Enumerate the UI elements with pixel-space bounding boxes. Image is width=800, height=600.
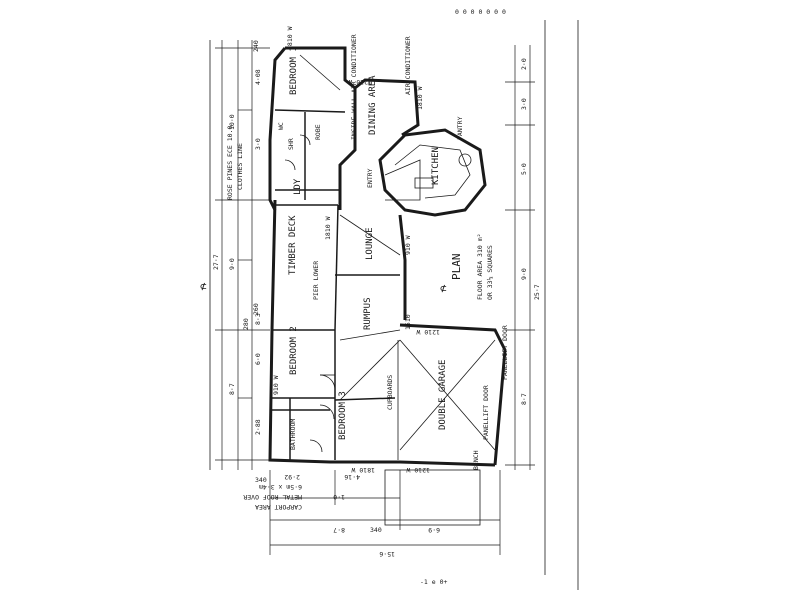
dim-bottom-total: 15·6 <box>379 550 395 558</box>
window-label: 910 W <box>272 375 280 395</box>
plan-title: PLAN <box>450 254 463 281</box>
room-label-double-garage: DOUBLE GARAGE <box>438 360 448 430</box>
note-clothes-line: CLOTHES LINE <box>236 143 244 190</box>
dim-left-sub5: 2·88 <box>254 419 262 435</box>
dim-bottom-seg1: 6·9 <box>428 526 440 534</box>
note-carport-size: 6·5m x 3·4m <box>259 483 302 491</box>
dim-right-seg4: 9·0 <box>520 268 528 280</box>
room-label-ldy: LDY <box>293 178 303 195</box>
dim-left-sub2: 3·0 <box>254 138 262 150</box>
dim-left-sub3: 8·3 <box>254 313 262 325</box>
dim-right-seg1: 2·0 <box>520 58 528 70</box>
dim-bottom-seg4: 4·16 <box>344 473 360 481</box>
room-label-entry: ENTRY <box>366 168 374 188</box>
dim-left-seg1: 10·0 <box>228 114 236 130</box>
window-label: 1810 W <box>416 86 424 110</box>
window-labels: 1810 W 1210 W 1810 W 910 W 1810 W 1210 W… <box>272 26 440 474</box>
window-label: 1210 W <box>348 78 372 86</box>
margin-note-bottom: -1 e 0+ <box>420 578 447 586</box>
dim-left-sub1: 4·08 <box>254 69 262 85</box>
note-panel-door2: PANELLIFT DOOR <box>482 385 490 440</box>
room-label-shr: SHR <box>287 138 295 150</box>
floor-area-line2: OR 33⅓ SQUARES <box>485 245 494 300</box>
window-label: 910 W <box>404 235 412 255</box>
dim-misc-340a: 340 <box>255 476 267 484</box>
dimension-lines <box>215 40 535 555</box>
room-label-rumpus: RUMPUS <box>363 297 373 330</box>
plan-notes: ROSE PINES ECE 10.0 CLOTHES LINE PIER LO… <box>226 34 509 511</box>
dim-right-seg5: 8·7 <box>520 393 528 405</box>
window-label: 1210 W <box>416 328 440 336</box>
kitchen-details <box>384 144 472 201</box>
note-pier-lower: PIER LOWER <box>312 261 320 300</box>
internal-walls <box>272 54 496 460</box>
room-label-bathroom: BATHROOM <box>289 419 297 450</box>
dim-left-sub4: 6·0 <box>254 353 262 365</box>
room-label-bench: BENCH <box>472 450 480 470</box>
north-mark-centre: ⊄ <box>440 282 447 295</box>
plan-title-block: PLAN FLOOR AREA 310 m² OR 33⅓ SQUARES <box>450 233 494 300</box>
dim-left-total: 27·7 <box>212 254 220 270</box>
window-label: 1810 W <box>351 466 375 474</box>
room-label-lounge: LOUNGE <box>365 227 375 260</box>
dim-right-seg3: 5·0 <box>520 163 528 175</box>
door-swings <box>284 134 336 453</box>
margin-note-top-right: 0 0 0 0 0 0 0 <box>455 8 506 16</box>
room-label-timber-deck: TIMBER DECK <box>288 215 298 275</box>
room-label-pantry: PANTRY <box>456 116 464 140</box>
room-label-dining: DINING AREA <box>368 75 378 135</box>
note-metal-roof: METAL ROOF OVER <box>243 493 302 501</box>
room-labels: BEDROOM 1 DINING AREA KITCHEN ENTRY LOUN… <box>277 46 480 470</box>
dim-misc-340b: 340 <box>370 526 382 534</box>
window-label: 1510 <box>404 314 412 330</box>
note-panel-door1: PANELLIFT DOOR <box>501 325 509 380</box>
dim-bottom-seg3: 2·92 <box>284 473 300 481</box>
room-label-cupboards: CUPBOARDS <box>386 375 394 410</box>
note-air-conditioner: AIR CONDITIONER <box>404 36 412 95</box>
room-label-bedroom1: BEDROOM 1 <box>289 46 299 95</box>
window-label: 1210 W <box>406 466 430 474</box>
dim-misc-260: 260 <box>252 303 260 315</box>
dim-misc-240: 240 <box>252 40 260 52</box>
north-mark-left: ⊄ <box>200 280 207 293</box>
dim-right-total: 25·7 <box>533 284 541 300</box>
dim-misc-280: 280 <box>242 318 250 330</box>
window-label: 1810 W <box>286 26 294 50</box>
dim-right-seg2: 3·0 <box>520 98 528 110</box>
room-label-bedroom3: BEDROOM 3 <box>338 391 348 440</box>
room-label-kitchen: KITCHEN <box>431 147 441 185</box>
dim-left-seg3: 8·7 <box>228 383 236 395</box>
outer-walls <box>268 46 507 467</box>
note-rose-pines: ROSE PINES ECE 10.0 <box>226 126 234 200</box>
room-label-bedroom2: BEDROOM 2 <box>289 326 299 375</box>
note-carport: CARPORT AREA <box>255 503 302 511</box>
room-label-robe: ROBE <box>314 124 322 140</box>
note-inside-wall: INSIDE WALL AIR CONDITIONER <box>350 34 358 140</box>
window-label: 1810 W <box>324 216 332 240</box>
dim-bottom-seg2: 8·7 <box>333 526 345 534</box>
dimension-texts: 27·7 10·0 9·0 8·7 4·08 3·0 8·3 6·0 2·88 … <box>212 40 541 558</box>
dim-left-seg2: 9·0 <box>228 258 236 270</box>
dim-bottom-seg5: 1·0 <box>333 493 345 501</box>
room-label-wc: WC <box>277 122 285 130</box>
floor-area-line1: FLOOR AREA 310 m² <box>476 233 484 300</box>
